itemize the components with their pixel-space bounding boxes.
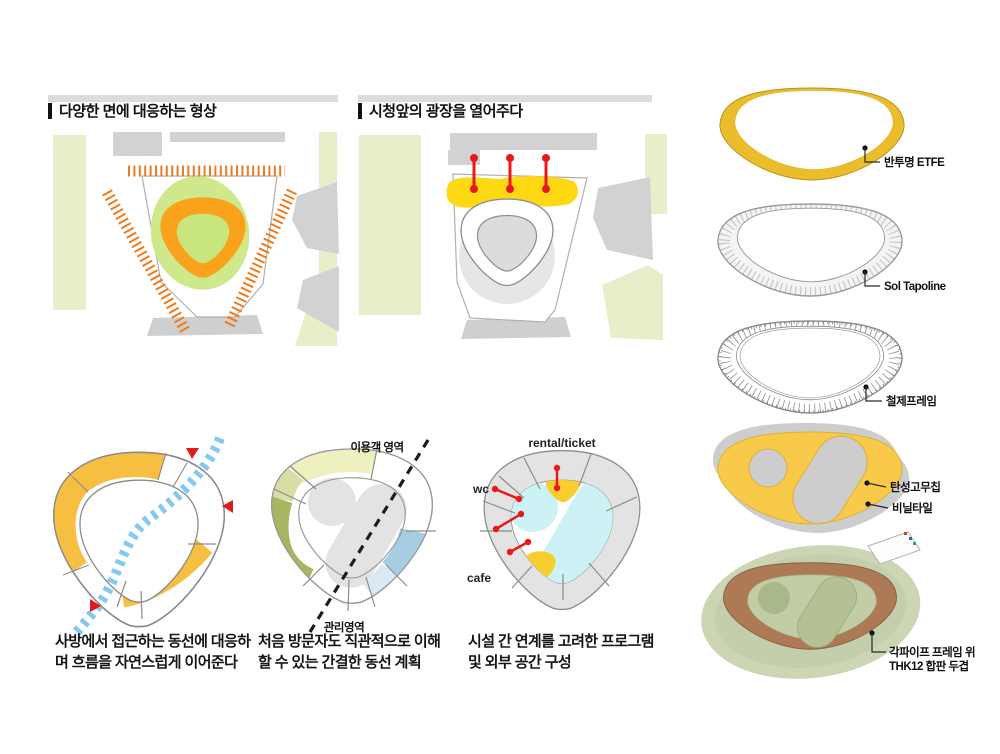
title-bar-icon <box>48 102 52 119</box>
zone-caption-line1: 처음 방문자도 직관적으로 이해 <box>258 633 441 650</box>
label-steel-frame: 철제프레임 <box>886 394 936 408</box>
label-plywood-line1: 각파이프 프레임 위 <box>889 645 975 659</box>
building-footprint <box>450 133 597 150</box>
flow-caption-line1: 사방에서 접근하는 동선에 대응하 <box>55 633 251 650</box>
layer-rubber-chip <box>717 431 903 525</box>
access-pins <box>470 154 550 193</box>
zone-caption: 처음 방문자도 직관적으로 이해 할 수 있는 간결한 동선 계획 <box>258 631 441 673</box>
program-caption: 시설 간 연계를 고려한 프로그램 및 외부 공간 구성 <box>468 631 654 673</box>
layer-plywood-deck <box>701 531 921 679</box>
section-title-plaza-text: 시청앞의 광장을 열어주다 <box>369 103 523 120</box>
zone-segment-pale-yellow <box>288 449 379 485</box>
leader-line <box>865 387 882 402</box>
section-title-plaza: 시청앞의 광장을 열어주다 <box>358 100 523 121</box>
building-footprint <box>292 182 339 254</box>
program-diagram: rental/ticket wc cafe <box>467 436 641 611</box>
zone-caption-line2: 할 수 있는 간결한 동선 계획 <box>258 654 422 671</box>
zone-boundary-dashed-line <box>308 439 430 633</box>
leader-line <box>866 482 887 488</box>
building-footprint <box>593 177 653 260</box>
label-cafe: cafe <box>467 571 491 585</box>
building-footprint <box>297 266 339 332</box>
section-title-shape-text: 다양한 면에 대응하는 형상 <box>59 103 217 120</box>
zone-segment-pale-blue <box>362 563 404 604</box>
section-title-shape: 다양한 면에 대응하는 형상 <box>48 100 217 121</box>
building-footprint <box>170 132 285 142</box>
material-layers-diagram: 반투명 ETFE Sol Tapoline 철제프레임 탄성고무칩 비닐타일 각… <box>701 87 976 679</box>
layer-etfe <box>719 87 905 181</box>
leader-line <box>871 633 886 653</box>
title-bar-icon <box>358 102 362 119</box>
building-footprint <box>147 315 263 336</box>
label-visitor-zone: 이용객 영역 <box>350 440 403 454</box>
interior-mass <box>308 478 356 526</box>
leader-line <box>864 272 880 287</box>
label-etfe: 반투명 ETFE <box>884 155 945 169</box>
label-wc: wc <box>472 482 489 496</box>
context-block <box>602 265 663 340</box>
approach-arrow-icon <box>222 500 233 513</box>
context-block <box>53 135 86 310</box>
layer-labels: 반투명 ETFE Sol Tapoline 철제프레임 탄성고무칩 비닐타일 각… <box>862 145 976 673</box>
flow-caption: 사방에서 접근하는 동선에 대응하 며 흐름을 자연스럽게 이어준다 <box>55 631 251 673</box>
label-rental-ticket: rental/ticket <box>528 436 595 450</box>
context-block <box>359 135 421 315</box>
responsive-shape-diagram <box>53 132 339 346</box>
approach-arrow-icon <box>186 448 199 459</box>
label-vinyl-tile: 비닐타일 <box>892 501 932 515</box>
approach-arrow-icon <box>90 599 101 612</box>
building-footprint <box>113 132 162 156</box>
flow-caption-line2: 며 흐름을 자연스럽게 이어준다 <box>55 654 238 671</box>
zone-segment-blue <box>382 527 426 580</box>
label-plywood-line2: THK12 합판 두겹 <box>889 659 969 673</box>
leader-line <box>864 148 880 163</box>
zone-segment-pale-olive <box>271 463 304 502</box>
segment-dividers <box>62 452 216 620</box>
zoning-diagram: 이용객 영역 관리영역 <box>270 439 436 634</box>
leader-line <box>867 503 889 509</box>
plaza-opening-diagram <box>359 133 667 340</box>
label-sol-tapoline: Sol Tapoline <box>884 281 946 293</box>
segment-dividers <box>273 443 436 612</box>
program-caption-line2: 및 외부 공간 구성 <box>468 654 572 671</box>
layer-steel-frame <box>717 320 903 414</box>
segment-dividers <box>480 453 638 600</box>
entry-ramp <box>867 531 921 565</box>
program-caption-line1: 시설 간 연계를 고려한 프로그램 <box>468 633 654 650</box>
context-strip-middle <box>358 95 652 102</box>
layer-sol-tapoline <box>717 203 903 297</box>
circulation-diagram <box>52 436 233 638</box>
label-admin-zone: 관리영역 <box>324 620 364 634</box>
ice-area <box>539 480 613 584</box>
context-strip-left <box>48 95 338 102</box>
leader-dot <box>862 269 868 275</box>
program-links <box>491 464 561 556</box>
label-rubber-chip: 탄성고무칩 <box>890 480 940 494</box>
